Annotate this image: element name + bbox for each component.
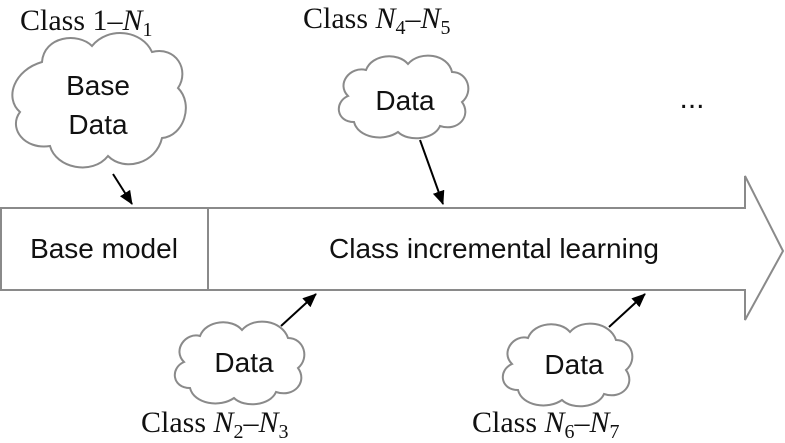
incremental-learning-label: Class incremental learning <box>329 233 659 264</box>
cloud-shape <box>174 320 306 406</box>
data-cloud: Data <box>338 54 470 140</box>
cloud-label-line-2: Data <box>68 109 128 140</box>
base-data-cloud: Base Data <box>11 32 187 169</box>
class-range-label: Class 1–N1 <box>20 4 153 41</box>
ellipsis: ... <box>679 82 704 115</box>
class-range-label: Class N6–N7 <box>472 406 620 443</box>
timeline-arrow <box>207 175 785 321</box>
cloud-shape <box>338 54 470 140</box>
data-cloud: Data <box>174 320 306 406</box>
cloud-label-line-1: Data <box>214 347 274 378</box>
class-range-label: Class N2–N3 <box>141 406 289 443</box>
connector-arrow <box>608 293 646 328</box>
cloud-shape <box>11 32 187 169</box>
cloud-label-line-1: Data <box>375 85 435 116</box>
connector-arrow <box>112 173 133 205</box>
connector-arrow <box>419 139 445 205</box>
connector-arrow <box>280 293 317 327</box>
cloud-label-line-1: Data <box>544 349 604 380</box>
cloud-label-line-1: Base <box>66 70 130 101</box>
base-model-box <box>0 207 209 291</box>
cloud-shape <box>502 322 634 408</box>
base-model-label: Base model <box>30 233 178 264</box>
data-cloud: Data <box>502 322 634 408</box>
class-range-label: Class N4–N5 <box>303 2 451 39</box>
